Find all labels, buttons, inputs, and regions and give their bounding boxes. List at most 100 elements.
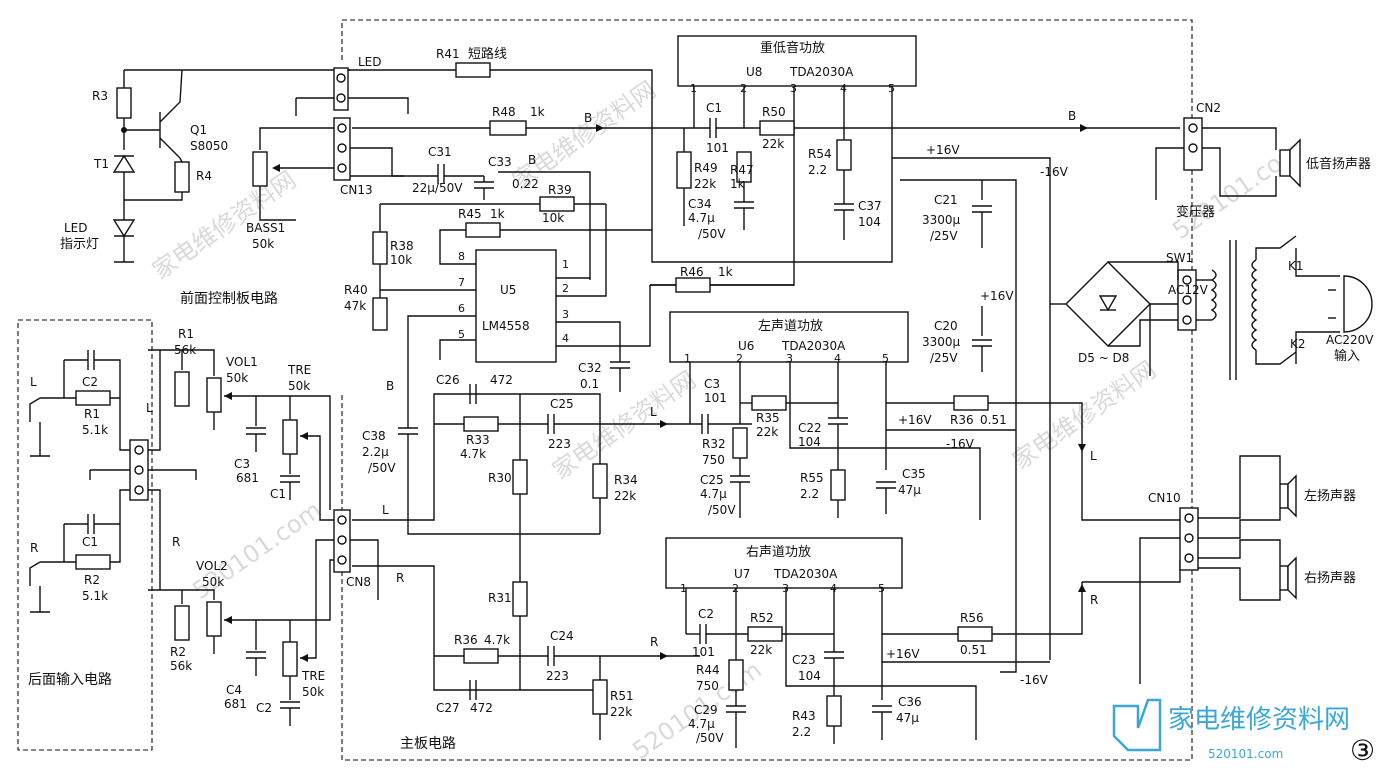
value-r48: 1k xyxy=(530,105,545,119)
signal-b-feedback: B xyxy=(528,153,536,167)
pot-tre1 xyxy=(282,419,298,455)
resistor-r3 xyxy=(116,87,132,119)
brand-url: 520101.com xyxy=(1208,747,1283,761)
label-c33: C33 xyxy=(488,155,512,169)
value-bass1: 50k xyxy=(252,237,274,251)
value-r49: 22k xyxy=(694,177,716,191)
label-c1-front: C1 xyxy=(270,487,286,501)
label-c31: C31 xyxy=(428,145,452,159)
pin-label: 6 xyxy=(458,302,465,315)
resistor-r36-right xyxy=(463,648,499,664)
label-indicator: 指示灯 xyxy=(60,237,99,252)
label-ac12v: AC12V xyxy=(1168,283,1209,297)
pin-label: 3 xyxy=(786,352,793,365)
signal-l-front: L xyxy=(146,401,153,415)
left-amp-u6: 左声道功放 U6 TDA2030A 1 2 3 4 5 xyxy=(669,311,981,520)
label-c22: C22 xyxy=(798,421,822,435)
label-cn13: CN13 xyxy=(340,183,373,197)
label-c23: C23 xyxy=(792,653,816,667)
resistor-r52 xyxy=(747,626,783,642)
label-r2-front: R2 xyxy=(170,645,186,659)
label-r32: R32 xyxy=(702,437,726,451)
value-r1-rear: 5.1k xyxy=(82,423,108,437)
value-c34: 4.7μ xyxy=(688,211,715,225)
label-r44: R44 xyxy=(696,663,720,677)
resistor-r54 xyxy=(836,139,852,171)
right-amp-title: 右声道功放 xyxy=(746,545,811,560)
label-right-speaker: 右扬声器 xyxy=(1304,571,1356,586)
bass-amp-part: TDA2030A xyxy=(789,65,854,79)
label-c32: C32 xyxy=(578,361,602,375)
label-r46: R46 xyxy=(680,265,704,279)
label-c25: C25 xyxy=(550,397,574,411)
value-c22: 104 xyxy=(798,435,821,449)
jack-l-label: L xyxy=(30,375,37,389)
pin-label: 5 xyxy=(458,328,465,341)
value-c34-voltage: /50V xyxy=(698,227,726,241)
label-r36-right: R36 xyxy=(454,633,478,647)
speaker-bass xyxy=(1279,149,1291,177)
label-rectifier: D5 ~ D8 xyxy=(1078,351,1129,365)
pin-label: 5 xyxy=(882,352,889,365)
value-c32: 0.1 xyxy=(580,377,599,391)
value-vol2: 50k xyxy=(202,575,224,589)
label-t1: T1 xyxy=(93,157,109,171)
resistor-r50 xyxy=(759,120,795,136)
label-r3: R3 xyxy=(92,89,108,103)
pin-label: 4 xyxy=(834,352,841,365)
value-r43: 2.2 xyxy=(792,725,811,739)
value-c27: 472 xyxy=(470,701,493,715)
label-c2-rear: C2 xyxy=(82,375,98,389)
label-ac220v: AC220V xyxy=(1326,333,1374,347)
rail-plus16-psu: +16V xyxy=(980,289,1014,303)
resistor-r41 xyxy=(455,62,491,78)
label-r38: R38 xyxy=(390,239,414,253)
label-r34: R34 xyxy=(614,473,638,487)
label-r39: R39 xyxy=(548,183,572,197)
label-c1: C1 xyxy=(706,101,722,115)
label-sw1: SW1 xyxy=(1166,251,1193,265)
value-r46: 1k xyxy=(718,265,733,279)
pin-label: 2 xyxy=(562,282,569,295)
resistor-r33 xyxy=(463,416,499,432)
value-r51: 22k xyxy=(610,705,632,719)
value-r36-left: 0.51 xyxy=(980,413,1007,427)
label-r52: R52 xyxy=(750,611,774,625)
label-c29: C29 xyxy=(694,703,718,717)
value-c25-left: 4.7μ xyxy=(700,487,727,501)
label-r31: R31 xyxy=(488,591,512,605)
resistor-r43 xyxy=(826,695,842,727)
label-cn8: CN8 xyxy=(346,575,371,589)
label-r47: R47 xyxy=(730,163,754,177)
resistor-r35 xyxy=(751,395,787,411)
pin-label: 1 xyxy=(680,582,687,595)
label-c2-front: C2 xyxy=(256,701,272,715)
value-c26: 472 xyxy=(490,373,513,387)
rail-plus16-bass: +16V xyxy=(926,143,960,157)
label-q1: Q1 xyxy=(190,123,207,137)
label-r55: R55 xyxy=(800,471,824,485)
label-r30: R30 xyxy=(488,471,512,485)
label-c24: C24 xyxy=(550,629,574,643)
label-c21: C21 xyxy=(934,193,958,207)
left-amp-ref: U6 xyxy=(738,339,754,353)
label-c25-left: C25 xyxy=(700,473,724,487)
value-c3-left: 101 xyxy=(704,391,727,405)
label-r35: R35 xyxy=(756,411,780,425)
pin-label: 3 xyxy=(562,308,569,321)
value-c4-front: 681 xyxy=(224,697,247,711)
value-c38: 2.2μ xyxy=(362,445,389,459)
jack-r-label: R xyxy=(30,541,38,555)
value-c37: 104 xyxy=(858,215,881,229)
pot-bass1 xyxy=(252,151,268,187)
label-c35: C35 xyxy=(902,467,926,481)
value-c2-right: 101 xyxy=(692,645,715,659)
value-c23: 104 xyxy=(798,669,821,683)
brand-text: 家电维修资料网 xyxy=(1168,705,1350,735)
value-r35: 22k xyxy=(756,425,778,439)
label-c3-front: C3 xyxy=(234,457,250,471)
label-r45: R45 xyxy=(458,207,482,221)
value-r50: 22k xyxy=(762,137,784,151)
signal-r-out: R xyxy=(1090,593,1098,607)
